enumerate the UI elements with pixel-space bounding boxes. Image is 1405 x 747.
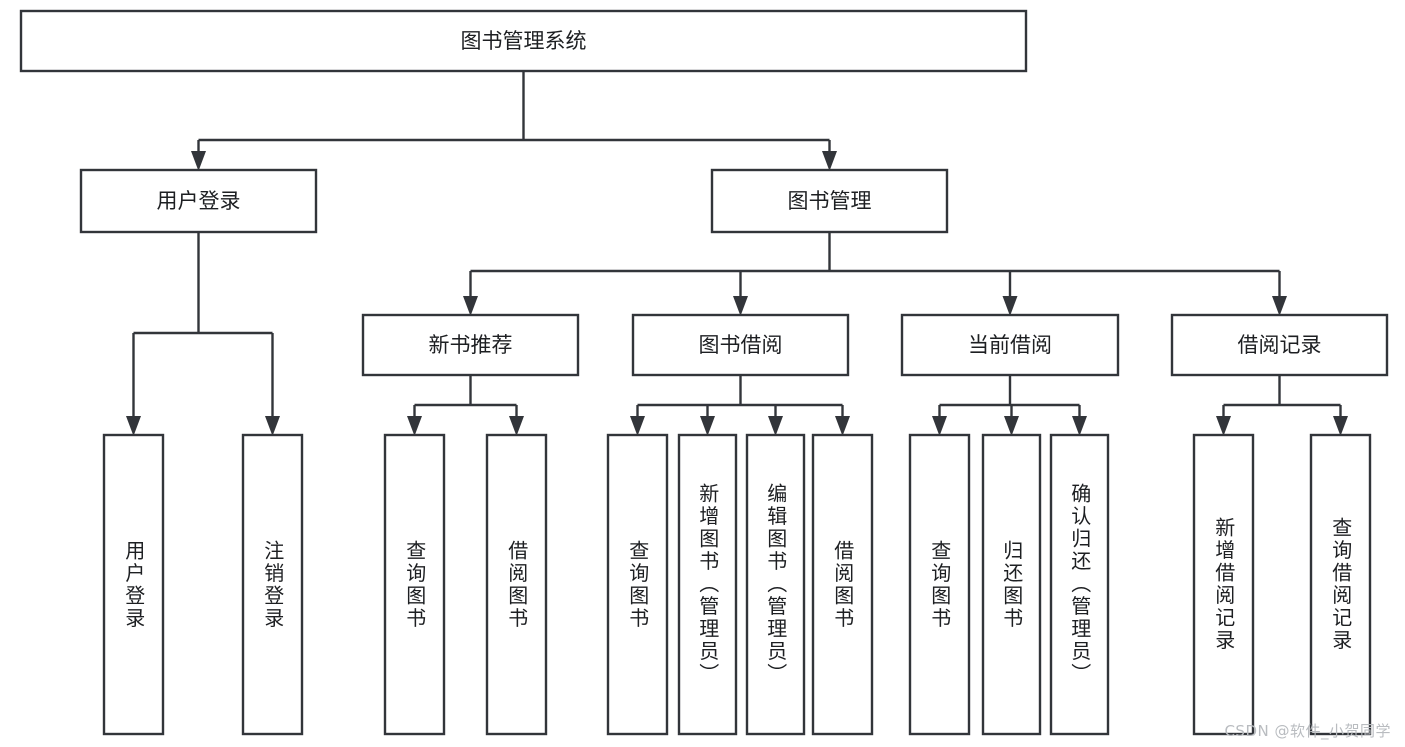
node-leaf-add-record[interactable] [1192,433,1255,736]
node-box[interactable] [102,433,165,736]
arrow-head [822,151,837,171]
node-label: 当前借阅 [968,333,1052,357]
arrow-head [835,416,850,436]
node-new-book-rec[interactable]: 新书推荐 [361,313,580,377]
node-box[interactable] [745,433,806,736]
node-leaf-query-record[interactable] [1309,433,1372,736]
watermark: CSDN @软件_小贺同学 [1224,722,1391,740]
arrow-head [700,416,715,436]
node-leaf-return-book[interactable] [981,433,1042,736]
node-box[interactable] [606,433,669,736]
node-leaf-edit-book[interactable] [745,433,806,736]
node-box[interactable] [361,313,580,377]
node-leaf-query-book-cur[interactable] [908,433,971,736]
arrow-head [1002,296,1018,316]
node-box[interactable] [710,168,949,234]
arrow-head [768,416,783,436]
arrow-head [733,296,748,316]
arrow-head [1272,296,1287,316]
node-current-borrow[interactable]: 当前借阅 [900,313,1120,377]
node-leaf-add-book[interactable] [677,433,738,736]
arrow-head [1004,416,1019,436]
node-book-borrow[interactable]: 图书借阅 [631,313,850,377]
node-label: 借阅记录 [1238,333,1322,357]
node-box[interactable] [631,313,850,377]
node-label: 图书借阅 [699,333,783,357]
node-user-login[interactable]: 用户登录 [79,168,318,234]
node-label: 用户登录 [157,189,241,213]
arrow-head [126,416,141,436]
arrow-head [1072,416,1087,436]
arrow-head [407,416,422,436]
node-box[interactable] [1170,313,1389,377]
connector-layer [126,71,1348,436]
node-box[interactable] [1192,433,1255,736]
arrow-head [630,416,645,436]
node-box[interactable] [19,9,1028,73]
node-box[interactable] [981,433,1042,736]
node-leaf-query-book-rec[interactable] [383,433,446,736]
arrow-head [191,151,206,171]
node-leaf-user-logout[interactable] [241,433,304,736]
arrow-head [932,416,947,436]
node-borrow-record[interactable]: 借阅记录 [1170,313,1389,377]
node-leaf-borrow-book-rec[interactable] [485,433,548,736]
node-box[interactable] [811,433,874,736]
node-box[interactable] [485,433,548,736]
node-box[interactable] [908,433,971,736]
arrow-head [265,416,280,436]
node-box[interactable] [1049,433,1110,736]
node-leaf-borrow-book[interactable] [811,433,874,736]
node-leaf-query-book-borrow[interactable] [606,433,669,736]
node-box[interactable] [900,313,1120,377]
node-root-图书管理系统[interactable]: 图书管理系统 [19,9,1028,73]
node-leaf-user-login[interactable] [102,433,165,736]
node-leaf-confirm-return[interactable] [1049,433,1110,736]
arrow-head [1216,416,1231,436]
node-box[interactable] [79,168,318,234]
arrow-head [509,416,524,436]
node-box[interactable] [241,433,304,736]
node-box[interactable] [677,433,738,736]
arrow-head [463,296,478,316]
node-book-manage[interactable]: 图书管理 [710,168,949,234]
node-box[interactable] [1309,433,1372,736]
node-label: 新书推荐 [429,333,513,357]
node-box[interactable] [383,433,446,736]
node-label: 图书管理系统 [461,29,587,53]
arrow-head [1333,416,1348,436]
node-label: 图书管理 [788,189,872,213]
